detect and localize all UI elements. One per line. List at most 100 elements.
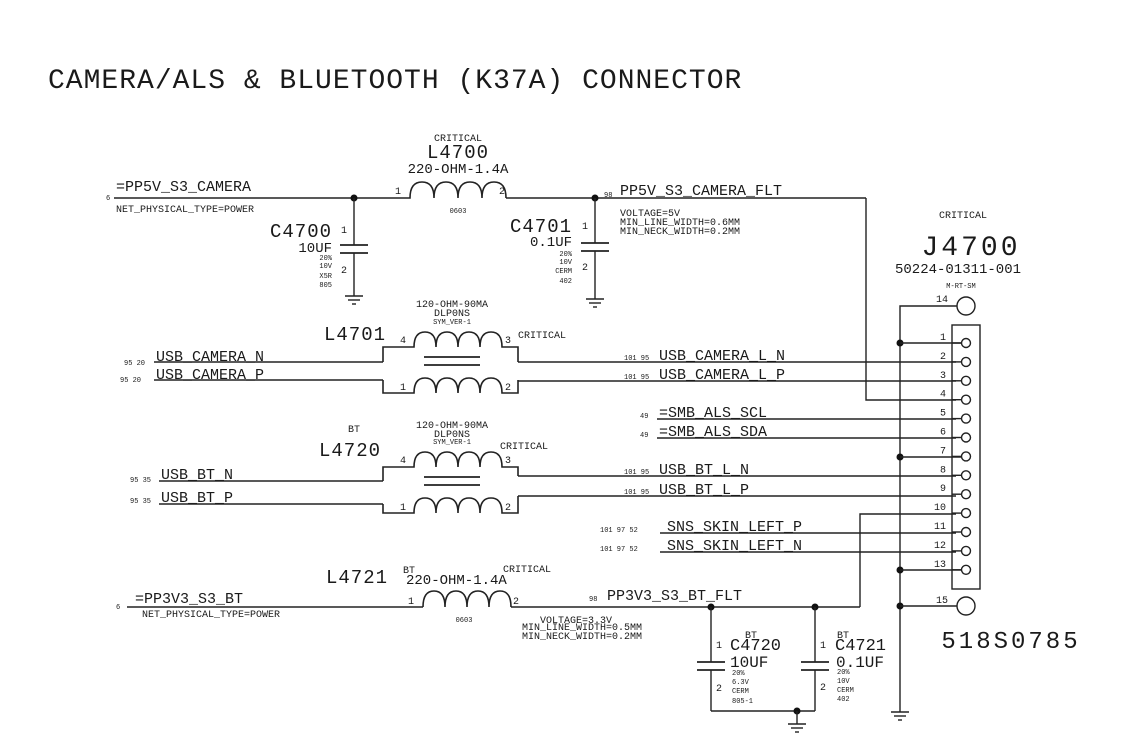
net-label-usb-bt-p[interactable]: USB_BT_P xyxy=(161,490,233,507)
j4700-pin-7[interactable] xyxy=(960,451,972,462)
xref: 49 xyxy=(640,432,648,440)
net-label-smb-als-sda[interactable]: =SMB_ALS_SDA xyxy=(659,424,767,441)
c4700-spec: X5R xyxy=(319,273,332,281)
pin-number: 1 xyxy=(408,597,414,608)
pin-number: 9 xyxy=(940,484,946,495)
pin-number: 15 xyxy=(936,596,948,607)
ground-symbol xyxy=(891,711,909,721)
net-prop: VOLTAGE=5V xyxy=(620,209,680,220)
l4721-package: 0603 xyxy=(456,617,473,625)
net-label-usb-camera-p[interactable]: USB_CAMERA_P xyxy=(156,367,264,384)
j4700-pin-11[interactable] xyxy=(960,526,972,538)
net-label-sns-skin-left-p[interactable]: SNS_SKIN_LEFT_P xyxy=(667,519,802,536)
net-label-usb-camera-l-p[interactable]: USB_CAMERA_L_P xyxy=(659,367,785,384)
pin-number: 2 xyxy=(940,352,946,363)
j4700-pin-8[interactable] xyxy=(960,470,972,481)
net-label-pp3v3-s3-bt-flt[interactable]: PP3V3_S3_BT_FLT xyxy=(607,588,742,605)
j4700-pin-3[interactable] xyxy=(960,375,972,386)
pin-number: 12 xyxy=(934,541,946,552)
pin-number: 3 xyxy=(505,336,511,347)
l4720-refdes: L4720 xyxy=(319,440,381,462)
j4700-mount-pin-14[interactable] xyxy=(956,296,976,316)
xref: 95 35 xyxy=(130,477,151,485)
c4700-spec: 20% xyxy=(319,255,332,263)
net-label-usb-bt-l-p[interactable]: USB_BT_L_P xyxy=(659,482,749,499)
pin-number: 4 xyxy=(940,390,946,401)
pin-number: 2 xyxy=(716,684,722,695)
net-label-pp5v-s3-camera-flt[interactable]: PP5V_S3_CAMERA_FLT xyxy=(620,183,782,200)
pin-number: 11 xyxy=(934,522,946,533)
xref: 101 97 52 xyxy=(600,527,638,535)
c4700-value: 10UF xyxy=(298,241,332,257)
c4701-refdes: C4701 xyxy=(510,216,572,238)
c4721-refdes: C4721 xyxy=(835,637,886,656)
j4700-pin-9[interactable] xyxy=(960,489,972,500)
pin-number: 2 xyxy=(820,683,826,694)
pin-number: 2 xyxy=(505,383,511,394)
pin-number: 2 xyxy=(582,263,588,274)
l4701-value: 120-OHM-90MA xyxy=(416,300,488,311)
j4700-pin-4[interactable] xyxy=(960,394,972,405)
pin-number: 2 xyxy=(505,503,511,514)
xref: 95 20 xyxy=(120,377,141,385)
pin-number: 1 xyxy=(716,641,722,652)
l4720-sym: SYM_VER-1 xyxy=(433,439,471,447)
net-label-smb-als-scl[interactable]: =SMB_ALS_SCL xyxy=(659,405,767,422)
net-prop: MIN_LINE_WIDTH=0.5MM xyxy=(522,623,642,634)
c4720-spec: 805-1 xyxy=(732,698,753,706)
j4700-mount-pin-15[interactable] xyxy=(956,596,976,616)
sheet-title: CAMERA/ALS & BLUETOOTH (K37A) CONNECTOR xyxy=(48,66,742,97)
l4720-group: BT xyxy=(348,425,360,436)
j4700-pin-1[interactable] xyxy=(960,337,972,349)
j4700-refdes: J4700 xyxy=(921,233,1020,264)
pin-number: 7 xyxy=(940,446,946,457)
inductor-coil xyxy=(408,181,507,199)
j4700-pin-6[interactable] xyxy=(960,432,972,443)
pin-number: 13 xyxy=(934,560,946,571)
j4700-pin-10[interactable] xyxy=(960,507,972,519)
xref: 49 xyxy=(640,413,648,421)
pin-number: 4 xyxy=(400,336,406,347)
net-label-usb-bt-n[interactable]: USB_BT_N xyxy=(161,467,233,484)
j4700-footprint: M-RT-SM xyxy=(946,283,975,291)
net-label-usb-camera-n[interactable]: USB_CAMERA_N xyxy=(156,349,264,366)
net-label-pp3v3-s3-bt[interactable]: =PP3V3_S3_BT xyxy=(135,591,243,608)
net-label-sns-skin-left-n[interactable]: SNS_SKIN_LEFT_N xyxy=(667,538,802,555)
pin-number: 6 xyxy=(940,428,946,439)
c4720-spec: 20% xyxy=(732,670,745,678)
pin-number: 2 xyxy=(499,187,505,198)
j4700-pin-2[interactable] xyxy=(960,356,972,368)
c4701-spec: 402 xyxy=(559,278,572,286)
pin-number: 5 xyxy=(940,409,946,420)
j4700-pin-5[interactable] xyxy=(960,413,972,424)
l4701-critical: CRITICAL xyxy=(518,331,566,342)
xref: 101 97 52 xyxy=(600,546,638,554)
pin-number: 1 xyxy=(395,187,401,198)
l4721-value: 220-OHM-1.4A xyxy=(406,573,507,589)
c4700-spec: 10V xyxy=(319,263,332,271)
pin-number: 10 xyxy=(934,503,946,514)
j4700-pin-12[interactable] xyxy=(960,545,972,557)
pin-number: 3 xyxy=(505,456,511,467)
l4700-refdes: L4700 xyxy=(427,142,489,164)
pin-number: 2 xyxy=(513,597,519,608)
net-label-pp5v-s3-camera[interactable]: =PP5V_S3_CAMERA xyxy=(116,179,251,196)
c4721-spec: 10V xyxy=(837,678,850,686)
net-prop: MIN_LINE_WIDTH=0.6MM xyxy=(620,218,740,229)
c4721-spec: 402 xyxy=(837,696,850,704)
pin-number: 2 xyxy=(341,266,347,277)
j4700-apn: 518S0785 xyxy=(941,629,1080,656)
inductor-coil-top xyxy=(382,331,519,362)
xref: 95 35 xyxy=(130,498,151,506)
ground-symbol xyxy=(788,723,806,733)
net-label-usb-camera-l-n[interactable]: USB_CAMERA_L_N xyxy=(659,348,785,365)
l4701-part: DLP0NS xyxy=(434,309,470,320)
xref: 95 20 xyxy=(124,360,145,368)
c4701-spec: 10V xyxy=(559,259,572,267)
j4700-pin-13[interactable] xyxy=(960,564,972,575)
net-label-usb-bt-l-n[interactable]: USB_BT_L_N xyxy=(659,462,749,479)
l4701-refdes: L4701 xyxy=(324,324,386,346)
c4720-spec: 6.3V xyxy=(732,679,750,687)
